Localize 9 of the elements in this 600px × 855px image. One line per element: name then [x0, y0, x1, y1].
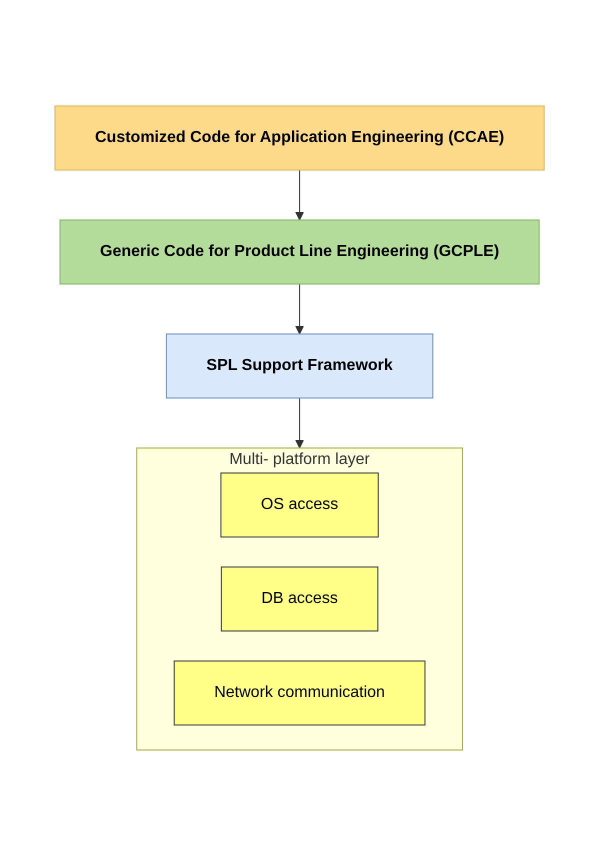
arrow: [296, 397, 304, 448]
node-box: DB access: [221, 566, 379, 631]
node-box: Network communication: [174, 660, 426, 725]
arrow: [296, 283, 304, 334]
node-box: SPL Support Framework: [166, 333, 434, 398]
node-box: Customized Code for Application Engineering (CCAE): [54, 105, 546, 170]
arrow: [296, 169, 304, 220]
node-box: Generic Code for Product Line Engineering (GCPLE): [60, 219, 540, 284]
node-box: OS access: [220, 472, 380, 537]
